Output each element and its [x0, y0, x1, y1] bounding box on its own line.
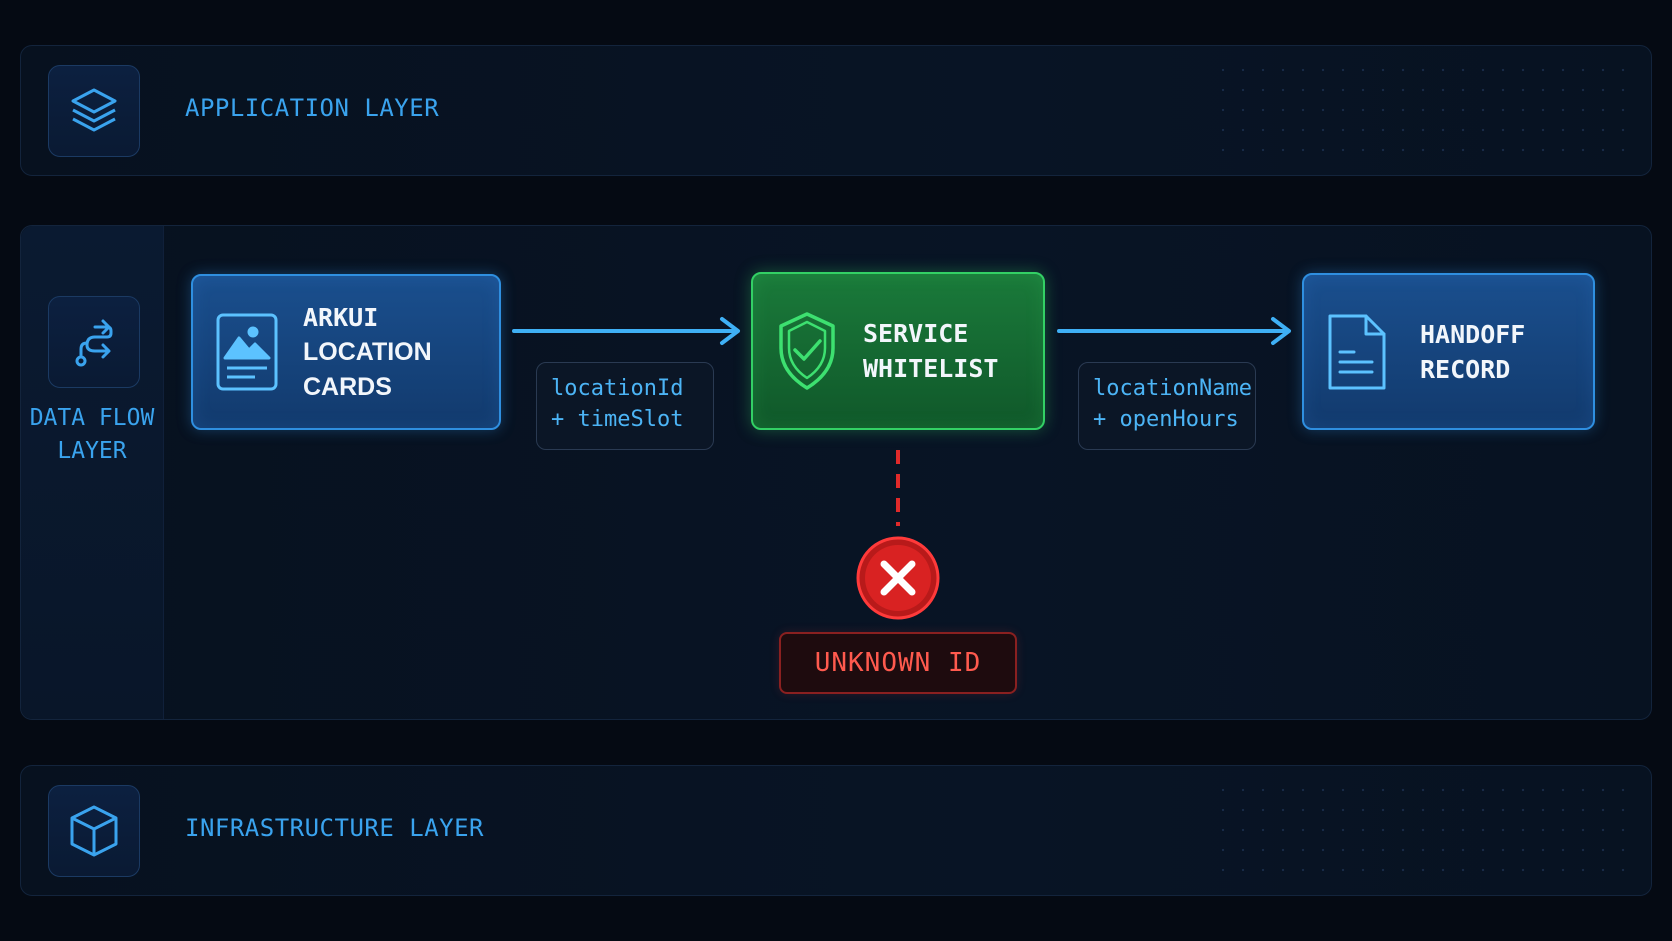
node-title: SERVICE: [863, 319, 969, 348]
arkui-location-cards-node[interactable]: ARKUI LOCATION CARDS: [191, 274, 513, 442]
flow-branch-icon: [48, 296, 140, 388]
handoff-record-node[interactable]: HANDOFF RECORD: [1302, 273, 1607, 442]
edge-label-location-id: locationId + timeSlot: [536, 362, 714, 450]
layers-stack-icon: [48, 65, 140, 157]
image-card-icon: [215, 312, 279, 392]
arrow-source-to-whitelist: [512, 317, 740, 345]
shield-check-icon: [775, 310, 839, 392]
unknown-id-badge: UNKNOWN ID: [779, 632, 1017, 694]
edge-label-location-name: locationName + openHours: [1078, 362, 1256, 450]
application-layer-label: APPLICATION LAYER: [185, 94, 440, 122]
rejection-dashed-line: [896, 450, 900, 526]
node-subtitle: WHITELIST: [863, 354, 999, 383]
cube-icon: [48, 785, 140, 877]
node-title: ARKUI: [303, 302, 379, 332]
document-icon: [1326, 312, 1388, 392]
infrastructure-layer-band: INFRASTRUCTURE LAYER: [20, 765, 1652, 896]
arrow-whitelist-to-target: [1057, 317, 1291, 345]
infrastructure-layer-label: INFRASTRUCTURE LAYER: [185, 814, 484, 842]
x-circle-icon: [856, 536, 940, 620]
edge-label-line1: locationId: [551, 376, 684, 401]
dot-grid-decoration: [1213, 780, 1633, 880]
edge-label-line2: + openHours: [1093, 407, 1239, 432]
data-flow-layer-label-line1: DATA FLOW: [29, 405, 155, 431]
dot-grid-decoration: [1213, 60, 1633, 160]
data-flow-layer-label-line2: LAYER: [57, 438, 127, 464]
edge-label-line2: + timeSlot: [551, 407, 684, 432]
node-subtitle: LOCATION CARDS: [303, 337, 432, 401]
node-subtitle: RECORD: [1420, 354, 1511, 384]
application-layer-band: APPLICATION LAYER: [20, 45, 1652, 176]
service-whitelist-node[interactable]: SERVICE WHITELIST: [751, 272, 1057, 442]
node-title: HANDOFF: [1420, 319, 1526, 349]
edge-label-line1: locationName: [1093, 376, 1252, 401]
